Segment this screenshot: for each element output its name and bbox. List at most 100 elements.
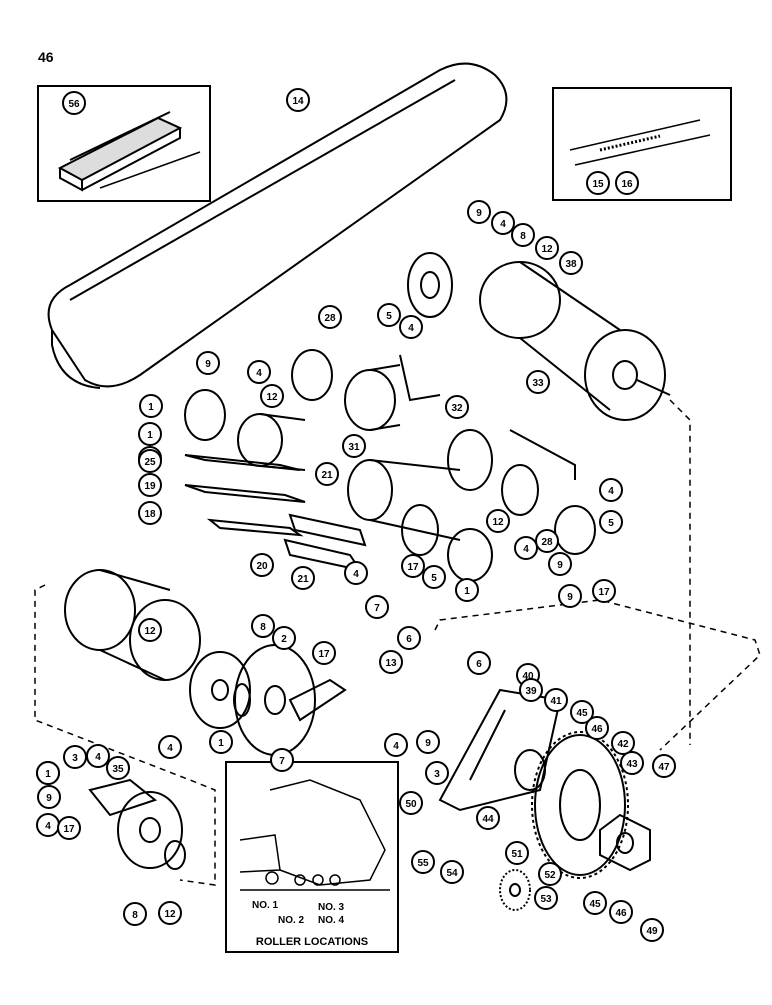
callout-12: 12: [260, 384, 284, 408]
callout-20: 20: [250, 553, 274, 577]
callout-circle: [399, 315, 423, 339]
callout-number: 9: [46, 793, 52, 804]
callout-28: 28: [318, 305, 342, 329]
callout-circle: [37, 785, 61, 809]
roller-31: [347, 429, 539, 556]
callout-number: 21: [297, 574, 309, 585]
callout-number: 46: [591, 724, 603, 735]
callout-circle: [620, 751, 644, 775]
callout-53: 53: [534, 886, 558, 910]
callout-55: 55: [411, 850, 435, 874]
callout-1: 1: [138, 422, 162, 446]
callout-circle: [559, 251, 583, 275]
callout-number: 4: [408, 323, 414, 334]
callout-number: 42: [617, 739, 629, 750]
callout-circle: [511, 223, 535, 247]
callout-4: 4: [599, 478, 623, 502]
callout-number: 45: [589, 899, 601, 910]
roller-label-1: NO. 1: [252, 900, 279, 911]
callout-circle: [422, 565, 446, 589]
callout-circle: [526, 370, 550, 394]
callout-number: 25: [144, 457, 156, 468]
callout-number: 54: [446, 868, 458, 879]
callout-number: 1: [148, 402, 154, 413]
callout-circle: [401, 554, 425, 578]
callout-46: 46: [609, 900, 633, 924]
callout-9: 9: [416, 730, 440, 754]
callout-number: 5: [608, 518, 614, 529]
callout-4: 4: [384, 733, 408, 757]
gearbox-housing: [438, 688, 562, 812]
callout-17: 17: [57, 816, 81, 840]
callout-9: 9: [196, 351, 220, 375]
callout-number: 49: [646, 926, 658, 937]
callout-number: 4: [95, 752, 101, 763]
callout-number: 56: [68, 99, 80, 110]
callout-number: 1: [218, 738, 224, 749]
flange-28-right: [554, 505, 596, 555]
callout-35: 35: [106, 756, 130, 780]
callout-21: 21: [291, 566, 315, 590]
callout-circle: [652, 754, 676, 778]
callout-circle: [544, 688, 568, 712]
callout-7: 7: [365, 595, 389, 619]
callout-9: 9: [467, 200, 491, 224]
callout-circle: [538, 862, 562, 886]
callout-number: 4: [353, 569, 359, 580]
idler-roller-upper: [344, 364, 401, 431]
callout-4: 4: [399, 315, 423, 339]
callout-12: 12: [158, 901, 182, 925]
callout-number: 9: [476, 208, 482, 219]
callout-circle: [196, 351, 220, 375]
callout-number: 2: [281, 634, 287, 645]
callout-17: 17: [401, 554, 425, 578]
callout-13: 13: [379, 650, 403, 674]
callout-18: 18: [138, 501, 162, 525]
callout-number: 8: [260, 622, 266, 633]
callout-circle: [251, 614, 275, 638]
callout-circle: [411, 850, 435, 874]
callout-circle: [315, 462, 339, 486]
callout-circle: [611, 731, 635, 755]
callout-circle: [247, 360, 271, 384]
callout-number: 7: [374, 603, 380, 614]
callout-number: 6: [476, 659, 482, 670]
roller-label-4: NO. 4: [318, 915, 345, 926]
callout-number: 13: [385, 658, 397, 669]
inset-box-roller-locations: [225, 761, 399, 953]
callout-circle: [342, 434, 366, 458]
callout-4: 4: [491, 211, 515, 235]
inset-box-belt-lacing: [552, 87, 732, 201]
callout-circle: [586, 171, 610, 195]
callout-circle: [535, 236, 559, 260]
callout-9: 9: [558, 584, 582, 608]
callout-circle: [36, 761, 60, 785]
callout-circle: [379, 650, 403, 674]
callout-number: 4: [608, 486, 614, 497]
callout-number: 9: [567, 592, 573, 603]
callout-number: 4: [45, 821, 51, 832]
callout-number: 17: [598, 587, 610, 598]
callout-circle: [534, 886, 558, 910]
callout-circle: [138, 618, 162, 642]
callout-circle: [592, 579, 616, 603]
callout-15: 15: [586, 171, 610, 195]
callout-7: 7: [270, 748, 294, 772]
callout-number: 35: [112, 764, 124, 775]
callout-number: 14: [292, 96, 304, 107]
callout-number: 9: [425, 738, 431, 749]
callout-50: 50: [399, 791, 423, 815]
callout-46: 46: [585, 716, 609, 740]
callout-21: 21: [315, 462, 339, 486]
callout-circle: [138, 449, 162, 473]
callout-41: 41: [544, 688, 568, 712]
roller-13: [64, 569, 251, 729]
callout-33: 33: [526, 370, 550, 394]
callout-number: 4: [500, 219, 506, 230]
roller-location-labels: NO. 1 NO. 2 NO. 3 NO. 4: [252, 900, 345, 926]
assembly-outlines: [34, 399, 761, 886]
conveyor-belt: [47, 62, 508, 389]
callout-51: 51: [505, 841, 529, 865]
callout-number: 41: [550, 696, 562, 707]
